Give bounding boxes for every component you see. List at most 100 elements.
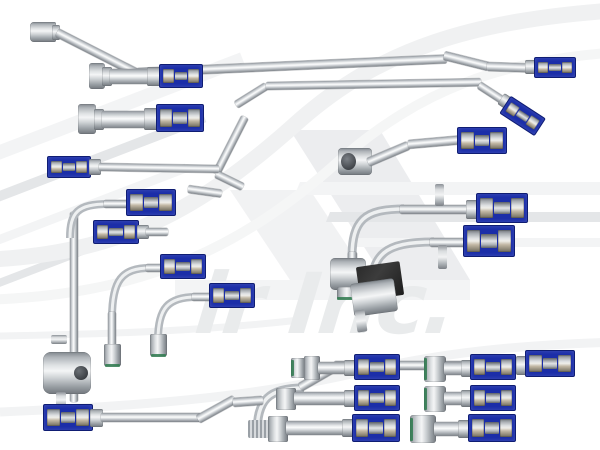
elbow-bend — [108, 264, 150, 318]
elbow-bend — [347, 204, 404, 258]
ferrule — [51, 161, 62, 173]
coupling-stem — [486, 393, 500, 403]
crimp-coupling-highlight — [525, 350, 575, 377]
flange-collar — [94, 109, 104, 130]
ferrule — [47, 409, 60, 426]
ferrule — [160, 109, 172, 127]
ferrule — [384, 359, 396, 375]
crimp-coupling-highlight — [209, 283, 255, 308]
tube-segment — [265, 78, 482, 90]
ferrule — [384, 390, 396, 406]
crimp-coupling-highlight — [43, 404, 93, 431]
tube-segment — [294, 392, 346, 405]
tube-segment — [192, 293, 214, 301]
tube-segment — [444, 392, 464, 405]
coupling-internals — [160, 109, 200, 127]
tube-ferrule — [466, 200, 478, 219]
coupling-internals — [472, 419, 512, 437]
o-ring — [410, 418, 413, 441]
coupling-internals — [164, 259, 202, 274]
coupling-stem — [62, 163, 76, 171]
coupling-stem — [494, 201, 510, 215]
coupling-internals — [47, 409, 89, 426]
crimp-coupling-highlight — [468, 414, 516, 442]
crimp-coupling-highlight — [470, 354, 516, 380]
tube-segment — [444, 362, 464, 375]
crimp-coupling-highlight — [354, 354, 400, 380]
tube-segment — [98, 163, 220, 174]
tube-segment — [366, 141, 411, 167]
ferrule — [188, 69, 199, 83]
coupling-internals — [505, 102, 540, 130]
hose-ferrule — [144, 108, 158, 130]
coupling-stem — [370, 393, 384, 403]
swivel-nut — [104, 344, 121, 366]
o-ring — [424, 388, 427, 410]
hex-nut — [304, 356, 320, 380]
ferrule — [490, 132, 503, 149]
ferrule — [76, 161, 87, 173]
o-ring — [424, 358, 427, 380]
tube-segment — [430, 238, 474, 247]
crimp-coupling-highlight — [47, 156, 91, 178]
coupling-internals — [130, 194, 172, 211]
ferrule — [474, 359, 486, 375]
coupling-internals — [358, 359, 396, 375]
service-port — [438, 245, 447, 269]
tube-segment — [318, 362, 346, 374]
ferrule — [467, 230, 481, 252]
coupling-internals — [356, 419, 396, 437]
crimp-coupling-highlight — [160, 254, 206, 279]
coupling-stem — [549, 64, 561, 71]
service-port — [51, 335, 67, 344]
ferrule — [358, 359, 370, 375]
ferrule — [164, 259, 176, 274]
elbow-bend — [66, 200, 108, 238]
tube-ferrule — [344, 390, 356, 407]
ferrule — [356, 419, 368, 437]
elbow-bend — [154, 293, 196, 340]
nut-bore — [341, 153, 356, 170]
tube-segment — [195, 395, 237, 424]
crimp-coupling-highlight — [470, 385, 516, 411]
crimp-coupling-highlight — [534, 57, 576, 78]
ferrule — [384, 419, 396, 437]
ferrule — [239, 288, 251, 303]
tube-segment — [407, 135, 461, 149]
o-ring — [291, 360, 294, 376]
coupling-internals — [474, 390, 512, 406]
ferrule — [500, 419, 512, 437]
o-ring — [337, 297, 359, 300]
coupling-stem — [176, 261, 190, 272]
swivel-nut — [150, 334, 167, 356]
tube-segment — [286, 421, 344, 435]
ferrule — [497, 230, 511, 252]
coupling-stem — [485, 422, 499, 434]
coupling-stem — [542, 358, 558, 369]
ferrule — [500, 359, 512, 375]
coupling-internals — [480, 198, 524, 218]
crimp-coupling-highlight — [126, 189, 176, 216]
tube-segment — [108, 312, 116, 350]
ferrule — [461, 132, 474, 149]
ferrule — [159, 194, 172, 211]
tube-segment — [400, 205, 472, 214]
ferrule — [213, 288, 225, 303]
tube-ferrule — [342, 419, 354, 437]
ferrule — [188, 109, 200, 127]
coupling-stem — [225, 290, 239, 301]
coupling-stem — [60, 412, 76, 423]
coupling-stem — [370, 362, 384, 372]
tube-segment — [187, 185, 223, 198]
tube-segment — [101, 413, 201, 422]
ferrule — [472, 419, 484, 437]
coupling-internals — [461, 132, 503, 149]
flange-collar — [102, 67, 112, 86]
tube-segment — [70, 212, 78, 402]
flange-nut — [89, 63, 105, 89]
crimp-coupling-highlight — [352, 414, 400, 442]
coupling-internals — [51, 161, 87, 173]
swivel-nut — [424, 356, 446, 382]
ferrule — [130, 194, 143, 211]
coupling-stem — [486, 362, 500, 372]
